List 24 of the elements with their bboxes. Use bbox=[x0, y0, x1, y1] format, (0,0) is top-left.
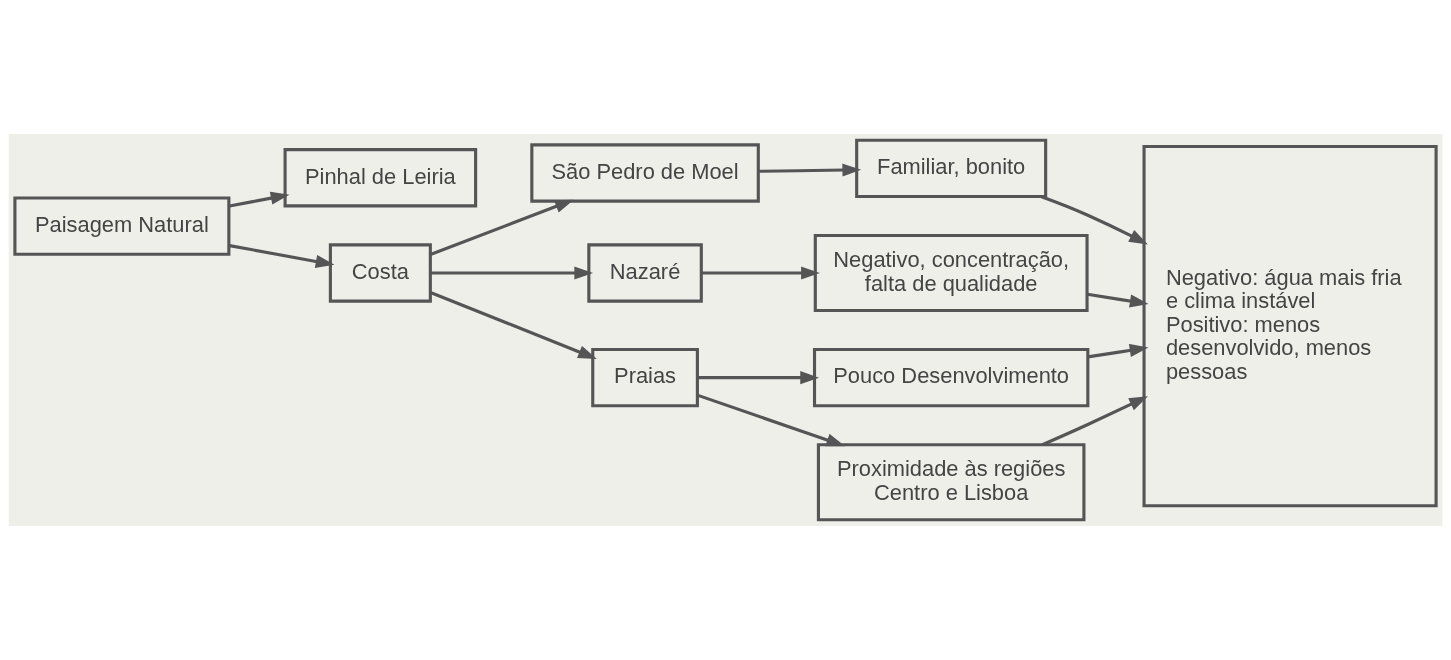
node-box: Proximidade às regiões Centro e Lisboa bbox=[816, 443, 1086, 522]
node-box: Pinhal de Leiria bbox=[283, 148, 478, 208]
arrow bbox=[1087, 292, 1149, 308]
arrow bbox=[1087, 343, 1149, 359]
arrow bbox=[429, 291, 597, 359]
arrow bbox=[229, 244, 335, 268]
node-box: Nazaré bbox=[587, 243, 703, 303]
arrow bbox=[697, 393, 846, 447]
node-box: São Pedro de Moel bbox=[530, 143, 760, 203]
node-box: Negativo, concentração, falta de qualidade bbox=[813, 233, 1089, 313]
arrow bbox=[701, 266, 820, 280]
arrow bbox=[698, 371, 820, 385]
node-box: Pouco Desenvolvimento bbox=[812, 347, 1090, 408]
arrow bbox=[1040, 195, 1148, 245]
node-box: Costa bbox=[328, 243, 432, 303]
node-box: Negativo: água mais fria e clima instável Positivo: menos desenvolvido, menos pessoas bbox=[1142, 144, 1438, 508]
node-box: Paisagem Natural bbox=[13, 196, 231, 256]
node-box: Praias bbox=[591, 347, 699, 408]
node-box: Familiar, bonito bbox=[855, 138, 1048, 199]
arrow bbox=[429, 199, 574, 256]
arrow bbox=[1041, 396, 1148, 447]
arrow bbox=[758, 163, 862, 177]
arrow bbox=[430, 266, 594, 280]
arrow bbox=[229, 191, 290, 208]
